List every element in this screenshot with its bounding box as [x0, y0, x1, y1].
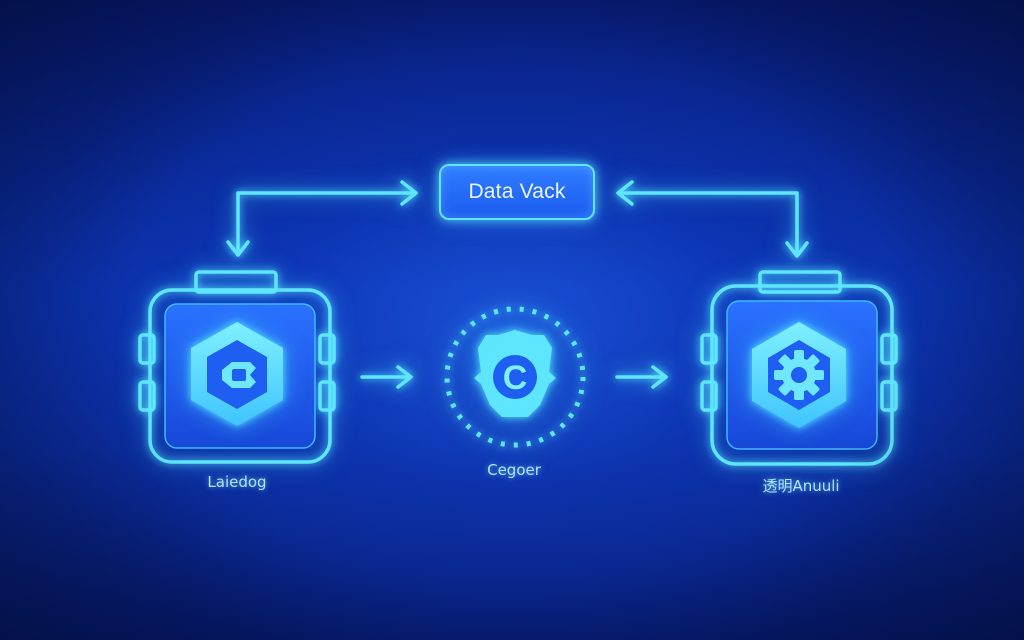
gear-shield-icon: [474, 330, 556, 417]
left-node: [138, 270, 336, 464]
arrowhead-right-into-node: [785, 241, 809, 258]
arrowhead-left-into-label: [400, 180, 418, 206]
connector-left-top: [236, 191, 416, 252]
connector-right-top: [618, 191, 799, 254]
arrowhead-right-into-label: [616, 180, 634, 206]
dashed-ring: [444, 306, 586, 448]
arrowhead-left-into-node: [226, 240, 250, 257]
left-node-caption: Laiedog: [207, 473, 267, 491]
center-node: C: [444, 306, 586, 448]
center-node-caption: Cegoer: [487, 461, 541, 479]
center-node-glyph: C: [503, 359, 528, 397]
hexagon-gear-icon: [752, 322, 846, 428]
right-node-caption: 透明Anuuli: [762, 477, 840, 495]
arrow-center-to-right: [615, 365, 668, 389]
arrow-left-to-center: [360, 365, 413, 389]
hexagon-chip-icon: [191, 322, 283, 426]
top-label-box: Data Vack: [439, 164, 595, 220]
right-node: [700, 270, 898, 466]
